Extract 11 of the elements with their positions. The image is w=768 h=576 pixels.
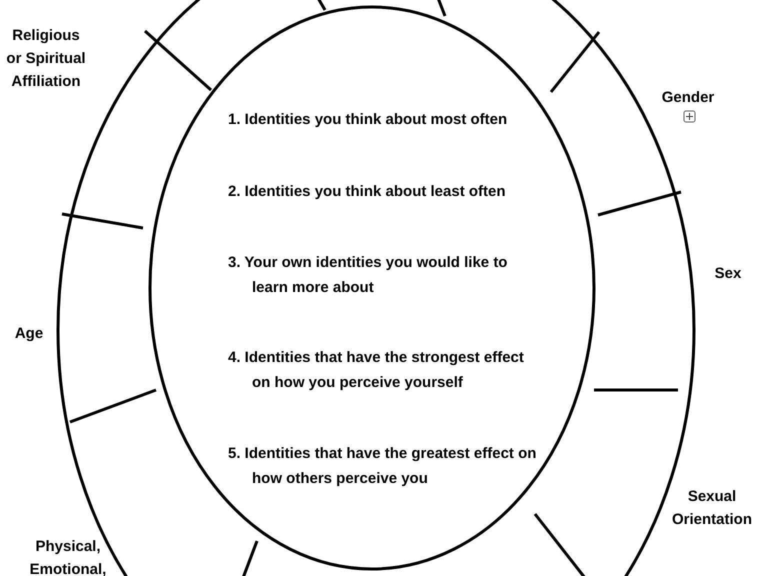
segment-label: Age xyxy=(14,324,44,344)
segment-label: Physical, Emotional, xyxy=(28,537,108,576)
numbered-item: 1. Identities you think about most often xyxy=(228,110,508,130)
segment-label: Religious or Spiritual Affiliation xyxy=(5,26,87,92)
numbered-item: 4. Identities that have the strongest effect on how you perceive yourself xyxy=(228,348,525,393)
segment-label: Sexual Orientation xyxy=(670,487,753,530)
segment-label: Gender xyxy=(660,88,716,108)
numbered-item: 2. Identities you think about least often xyxy=(228,182,507,202)
segment-label: Sex xyxy=(714,264,742,284)
numbered-item: 3. Your own identities you would like to learn more about xyxy=(228,253,508,298)
numbered-item: 5. Identities that have the greatest effect on how others perceive you xyxy=(228,444,538,489)
